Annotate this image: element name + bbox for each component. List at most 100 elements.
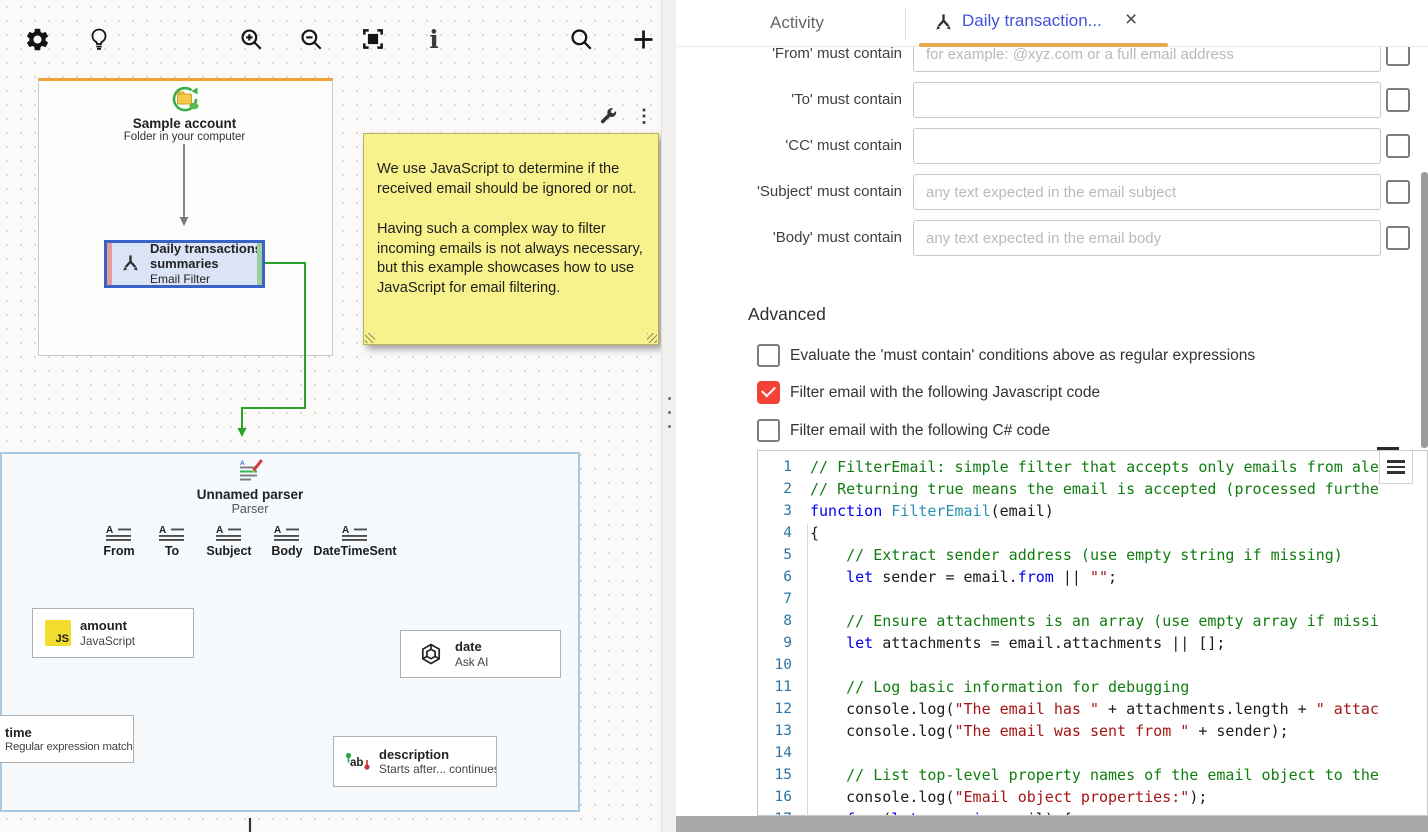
filter-row-input[interactable] [913,174,1381,210]
advanced-checkbox-checked[interactable] [757,381,780,404]
panel-splitter-handle[interactable] [661,0,676,832]
advanced-checkbox[interactable] [757,419,780,442]
tab-close-icon[interactable]: × [1125,8,1138,31]
node-subtitle: Starts after... continues u... [379,762,497,777]
kebab-menu-icon[interactable]: ⋮ [635,106,653,126]
advanced-checkbox[interactable] [757,344,780,367]
email-filter-node[interactable]: Daily transactions summaries Email Filte… [104,240,265,288]
code-lines: 1// FilterEmail: simple filter that acce… [758,456,1427,815]
filter-row: 'CC' must contain [676,128,1428,164]
advanced-option-label: Evaluate the 'must contain' conditions a… [790,347,1256,364]
editor-menu-button[interactable] [1379,450,1413,484]
filter-row-checkbox[interactable] [1386,226,1410,250]
note-resize-handle[interactable] [647,333,657,343]
filter-branch-icon [119,253,142,276]
panel-scrollbar-thumb[interactable] [1421,172,1428,448]
svg-text:ab: ab [350,757,363,769]
fit-to-screen-icon[interactable] [358,24,388,54]
javascript-icon: JS [45,620,71,646]
ideas-lightbulb-icon[interactable] [84,24,114,54]
filter-row-checkbox[interactable] [1386,88,1410,112]
note-paragraph-1: We use JavaScript to determine if the re… [377,161,637,197]
zoom-in-icon[interactable] [236,24,266,54]
folder-sync-icon [172,86,199,112]
advanced-heading: Advanced [748,304,826,324]
sticky-note[interactable]: We use JavaScript to determine if the re… [363,133,659,345]
field-node-amount[interactable]: JS amount JavaScript [32,608,194,658]
account-node[interactable]: Sample account Folder in your computer [38,84,331,143]
field-node-time[interactable]: time Regular expression match [0,715,134,763]
search-icon[interactable] [566,24,596,54]
code-line: 15 // List top-level property names of t… [758,764,1427,786]
panel-horizontal-scrollbar[interactable] [676,816,1428,832]
line-number: 12 [774,701,792,717]
node-title: description [379,746,450,762]
zoom-out-icon[interactable] [296,24,326,54]
filter-row: 'Subject' must contain [676,174,1428,210]
filter-row-label: 'From' must contain [772,45,902,62]
filter-node-title: Daily transactions summaries [150,241,262,271]
line-number: 4 [783,525,792,541]
account-title: Sample account [132,116,237,131]
add-node-plus-icon[interactable] [628,24,658,54]
info-icon[interactable]: i [429,24,439,54]
filter-row: 'Body' must contain [676,220,1428,256]
tab-activity[interactable]: Activity [770,13,824,32]
svg-text:A: A [240,460,245,467]
code-line: 17 for (let prop in email) { [758,808,1427,815]
indent-guide [807,524,808,816]
wrench-icon[interactable] [598,106,618,126]
code-line: 13 console.log("The email was sent from … [758,720,1427,742]
flow-canvas[interactable]: i Sample account Folder in your computer [0,0,661,832]
parser-field-label: From [103,544,135,558]
filter-row-input[interactable] [913,82,1381,118]
node-green-stripe [257,243,262,285]
text-field-icon: A [132,524,212,542]
code-line: 11 // Log basic information for debuggin… [758,676,1427,698]
field-node-description[interactable]: ab description Starts after... continues… [333,736,497,787]
line-number: 15 [774,767,792,783]
note-paragraph-2: Having such a complex way to filter inco… [377,220,643,297]
node-subtitle: Ask AI [455,654,489,669]
line-number: 13 [774,723,792,739]
properties-panel: 'From' must contain'To' must contain'CC'… [676,0,1428,832]
node-title: amount [80,618,127,634]
text-field-icon: A [247,524,327,542]
code-line: 14 [758,742,1427,764]
line-number: 16 [774,789,792,805]
field-node-date[interactable]: date Ask AI [400,630,561,678]
active-tab-underline [919,43,1168,47]
parser-field-label: To [164,544,180,558]
filter-row-checkbox[interactable] [1386,134,1410,158]
settings-gear-icon[interactable] [22,24,52,54]
note-resize-handle[interactable] [365,333,375,343]
parser-field-to[interactable]: A To [132,524,212,558]
advanced-option-label: Filter email with the following C# code [790,422,1051,439]
filter-node-subtitle: Email Filter [150,271,211,286]
line-number: 8 [783,613,792,629]
code-line: 1// FilterEmail: simple filter that acce… [758,456,1427,478]
code-line: 12 console.log("The email has " + attach… [758,698,1427,720]
parser-field-label: Subject [206,544,252,558]
filter-row-input[interactable] [913,128,1381,164]
parser-field-from[interactable]: A From [79,524,159,558]
parser-node[interactable]: A Unnamed parser Parser [150,458,350,516]
filter-row-input[interactable] [913,220,1381,256]
line-number: 6 [783,569,792,585]
tab-separator [905,9,906,39]
line-number: 5 [783,547,792,563]
panel-tab-bar: Activity Daily transaction... × [676,0,1428,47]
filter-row-checkbox[interactable] [1386,180,1410,204]
code-editor[interactable]: 1// FilterEmail: simple filter that acce… [757,450,1428,816]
text-field-icon: A [300,524,410,542]
checkmark-icon [761,382,776,398]
line-number: 11 [774,679,792,695]
text-field-icon: A [79,524,159,542]
code-line: 7 [758,588,1427,610]
code-line: 4{ [758,522,1427,544]
